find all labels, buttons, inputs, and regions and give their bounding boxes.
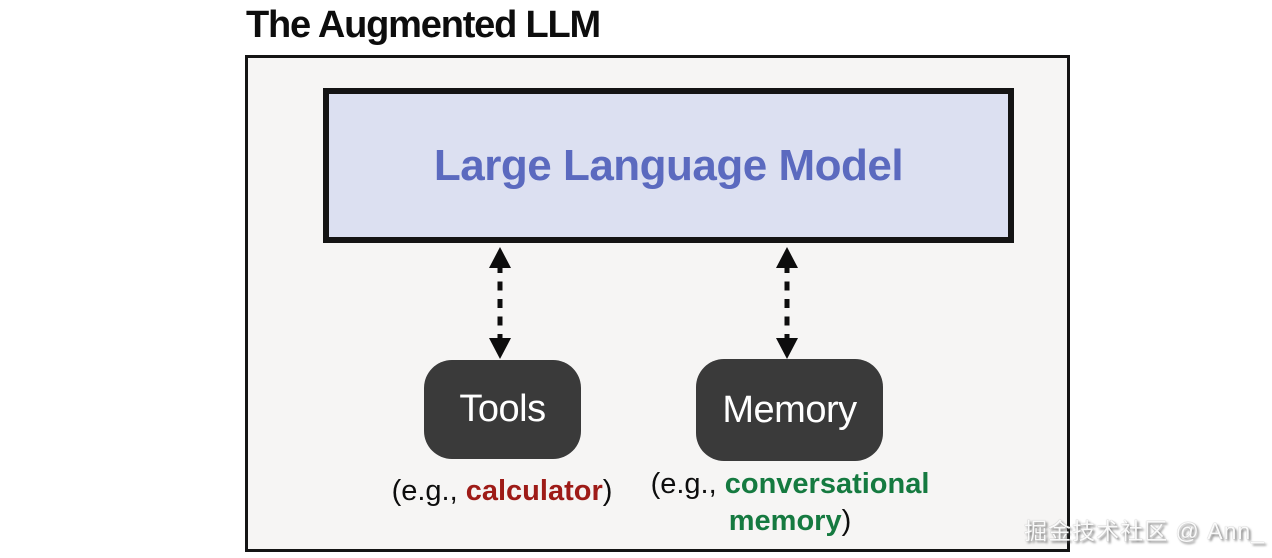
dashed-double-arrow-llm-memory: [776, 247, 798, 359]
tools-node-label: Tools: [459, 388, 546, 430]
tools-caption-example: calculator: [465, 475, 603, 507]
memory-node-label: Memory: [722, 388, 857, 431]
tools-node: Tools: [424, 360, 581, 459]
memory-caption: (e.g., conversational memory): [635, 466, 945, 539]
memory-caption-prefix: (e.g.,: [650, 468, 725, 500]
llm-node: Large Language Model: [323, 88, 1014, 243]
tools-caption-prefix: (e.g.,: [391, 475, 466, 507]
dashed-double-arrow-llm-tools: [489, 247, 511, 359]
tools-caption: (e.g., calculator): [352, 473, 652, 510]
memory-node: Memory: [696, 359, 883, 461]
llm-node-label: Large Language Model: [433, 140, 904, 190]
watermark: 掘金技术社区 @ Ann_: [1024, 518, 1265, 544]
tools-caption-suffix: ): [602, 475, 613, 507]
memory-caption-example: conversational memory: [724, 468, 930, 537]
page-title: The Augmented LLM: [246, 4, 601, 46]
memory-caption-suffix: ): [841, 504, 852, 537]
